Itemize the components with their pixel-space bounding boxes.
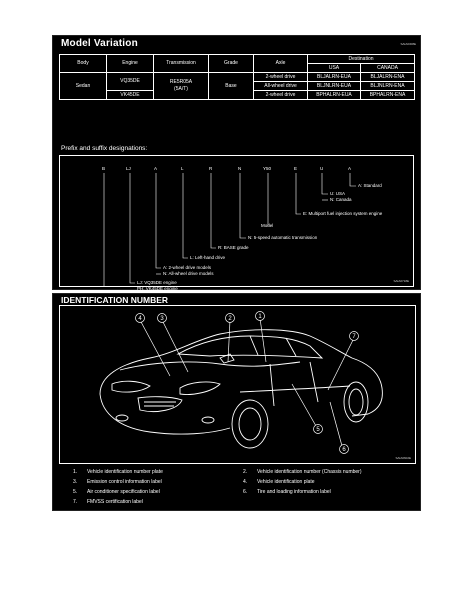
legend-text-6: Tire and loading information label <box>257 489 331 495</box>
callout-3 <box>157 313 167 323</box>
cell-axle-1: 2-wheel drive <box>253 72 308 82</box>
prefix-char-8: E <box>294 166 298 171</box>
prefix-char-5: R <box>209 166 213 171</box>
legend-item-5: 5. Air conditioner specification label <box>73 489 160 495</box>
label-transmission: N: 5-speed automatic transmission <box>248 235 318 240</box>
legend-text-5: Air conditioner specification label <box>87 489 160 495</box>
callout-label-4: 4 <box>138 316 142 322</box>
cell-usa-2: BLJNLRN-EUA <box>307 81 361 91</box>
cell-usa-3: BPHALRN-EUA <box>307 90 361 100</box>
car-illustration-box: 4 3 2 1 7 5 6 SAIA0602E <box>59 305 416 464</box>
cell-engine-1: VQ35DE <box>106 72 154 91</box>
legend-item-6: 6. Tire and loading information label <box>243 489 331 495</box>
callout-label-6: 6 <box>342 447 346 453</box>
legend-item-3: 3. Emission control information label <box>73 479 162 485</box>
label-axle-awd: N: All-wheel drive models <box>163 271 214 276</box>
label-engine-vq35de: LJ: VQ35DE engine <box>137 280 177 285</box>
cell-axle-3: 2-wheel drive <box>253 90 308 100</box>
cell-usa-1: BLJALRN-EUA <box>307 72 361 82</box>
callout-5 <box>313 424 323 434</box>
callout-1 <box>255 311 265 321</box>
legend-text-2: Vehicle identification number (Chassis n… <box>257 469 362 475</box>
legend-item-1: 1. Vehicle identification number plate <box>73 469 163 475</box>
legend-item-7: 7. FMVSS certification label <box>73 499 143 505</box>
cell-engine-2: VK45DE <box>106 90 154 100</box>
legend-text-1: Vehicle identification number plate <box>87 469 163 475</box>
callout-2 <box>225 313 235 323</box>
identification-panel: IDENTIFICATION NUMBER <box>52 293 421 511</box>
header-canada: CANADA <box>359 63 416 73</box>
prefix-code: SAIA0718E <box>393 279 409 283</box>
cell-body: Sedan <box>59 72 107 100</box>
legend-num-5: 5. <box>73 489 78 495</box>
prefix-char-1: B <box>102 166 106 171</box>
cell-canada-1: BLJALRN-ENA <box>359 72 416 82</box>
model-variation-code: SAIA0308E <box>400 42 416 46</box>
label-model: Model <box>261 223 274 228</box>
cell-transmission: RE5R05A (5A/T) <box>153 72 209 100</box>
callout-label-7: 7 <box>352 334 356 340</box>
legend-num-1: 1. <box>73 469 78 475</box>
model-variation-table: Body Engine Transmission Grade Axle Dest… <box>59 54 416 100</box>
label-usa: U: USA <box>330 191 346 196</box>
legend-item-2: 2. Vehicle identification number (Chassis… <box>243 469 362 475</box>
prefix-connector-lines <box>103 173 356 286</box>
header-usa: USA <box>307 63 361 73</box>
cell-grade: Base <box>208 72 254 100</box>
callout-4 <box>135 313 145 323</box>
prefix-char-2: LJ <box>126 166 131 171</box>
identification-title: IDENTIFICATION NUMBER <box>61 295 169 305</box>
header-grade: Grade <box>208 54 254 73</box>
prefix-char-9: U <box>320 166 324 171</box>
label-standard: A: Standard <box>358 183 382 188</box>
legend-num-7: 7. <box>73 499 78 505</box>
legend-num-6: 6. <box>243 489 248 495</box>
legend-text-7: FMVSS certification label <box>87 499 143 505</box>
transmission-line2: (5A/T) <box>174 86 188 92</box>
header-body: Body <box>59 54 107 73</box>
label-axle-2wd: A: 2-wheel drive models <box>163 265 212 270</box>
callout-label-3: 3 <box>160 316 164 322</box>
cell-canada-3: BPHALRN-ENA <box>359 90 416 100</box>
legend-num-3: 3. <box>73 479 78 485</box>
transmission-line1: RE5R05A <box>169 79 193 85</box>
prefix-diagram: B LJ A L R N Y50 E U A A: Standard U: US… <box>59 155 414 303</box>
prefix-char-10: A <box>348 166 352 171</box>
car-illustration: 4 3 2 1 7 5 6 <box>99 311 383 454</box>
label-engine: E: Multiport fuel injection system engin… <box>303 211 383 216</box>
legend-num-2: 2. <box>243 469 248 475</box>
legend-text-4: Vehicle identification plate <box>257 479 315 485</box>
prefix-char-4: L <box>181 166 184 171</box>
identification-image-code: SAIA0602E <box>395 456 411 460</box>
cell-axle-2: All-wheel drive <box>253 81 308 91</box>
legend-item-4: 4. Vehicle identification plate <box>243 479 315 485</box>
header-engine: Engine <box>106 54 154 73</box>
label-lhd: L: Left-hand drive <box>190 255 226 260</box>
prefix-title: Prefix and suffix designations: <box>61 145 148 152</box>
legend-text-3: Emission control information label <box>87 479 162 485</box>
model-variation-title: Model Variation <box>61 38 138 49</box>
prefix-char-7: Y50 <box>263 166 272 171</box>
header-axle: Axle <box>253 54 308 73</box>
header-destination: Destination <box>306 54 416 64</box>
prefix-char-3: A <box>154 166 158 171</box>
cell-canada-2: BLJNLRN-ENA <box>359 81 416 91</box>
callout-label-5: 5 <box>316 427 320 433</box>
label-canada: N: Canada <box>330 197 352 202</box>
model-variation-panel: Model Variation SAIA0308E Body Engine Tr… <box>52 35 421 303</box>
prefix-char-6: N <box>238 166 242 171</box>
label-grade: R: BASE grade <box>218 245 249 250</box>
legend-num-4: 4. <box>243 479 248 485</box>
header-transmission: Transmission <box>153 54 209 73</box>
callout-6 <box>339 444 349 454</box>
callout-7 <box>349 331 359 341</box>
label-engine-vk45de: PH: VK45DE engine <box>137 286 178 291</box>
callout-label-2: 2 <box>228 316 232 322</box>
callout-label-1: 1 <box>258 314 262 320</box>
